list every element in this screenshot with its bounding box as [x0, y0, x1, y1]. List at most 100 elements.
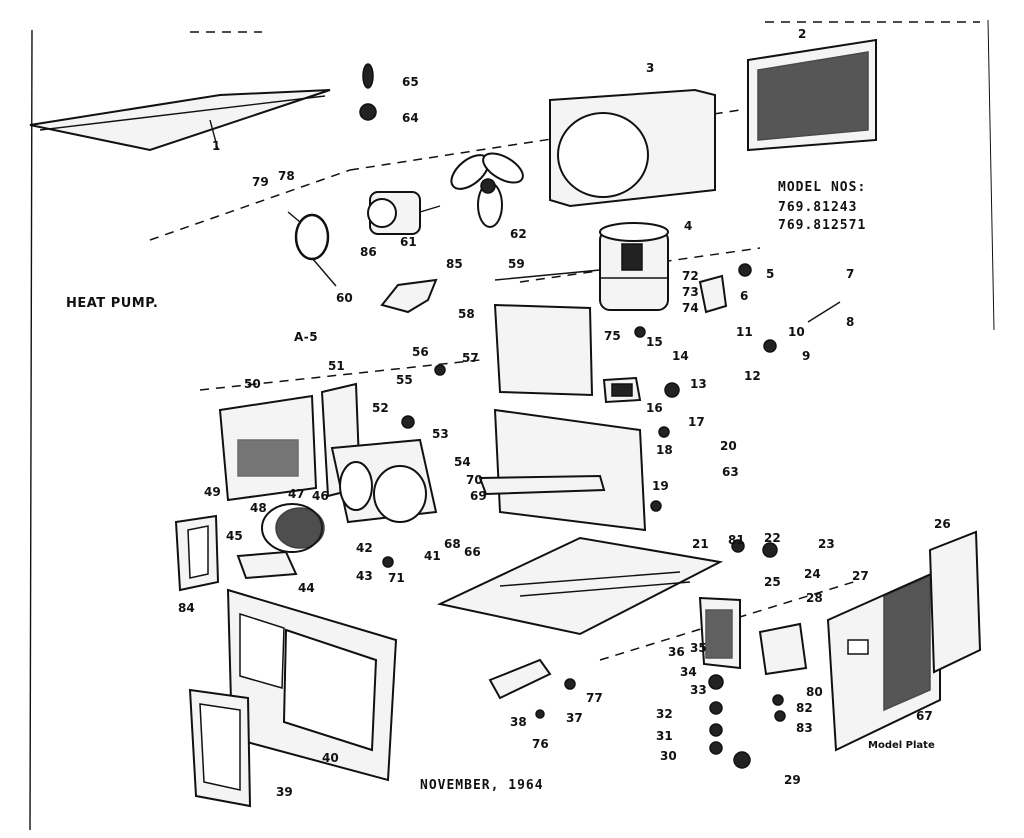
callout-55: 55 — [396, 373, 413, 387]
callout-37: 37 — [566, 711, 583, 725]
callout-57: 57 — [462, 351, 479, 365]
callout-1: 1 — [212, 139, 220, 153]
callout-46: 46 — [312, 489, 329, 503]
callout-84: 84 — [178, 601, 195, 615]
callout-83: 83 — [796, 721, 813, 735]
callout-60: 60 — [336, 291, 353, 305]
callout-24: 24 — [804, 567, 821, 581]
callout-23: 23 — [818, 537, 835, 551]
callout-72: 72 — [682, 269, 699, 283]
callout-6: 6 — [740, 289, 748, 303]
callout-48: 48 — [250, 501, 267, 515]
callout-20: 20 — [720, 439, 737, 453]
callout-31: 31 — [656, 729, 673, 743]
callout-52: 52 — [372, 401, 389, 415]
callout-68: 68 — [444, 537, 461, 551]
side-panel-27 — [826, 568, 941, 752]
callout-21: 21 — [692, 537, 709, 551]
callout-16: 16 — [646, 401, 663, 415]
callout-38: 38 — [510, 715, 527, 729]
electrical-box — [698, 596, 741, 670]
callout-77: 77 — [586, 691, 603, 705]
callout-3: 3 — [646, 61, 654, 75]
model-number-1: 769.81243 — [778, 200, 858, 215]
callout-70: 70 — [466, 473, 483, 487]
callout-76: 76 — [532, 737, 549, 751]
callout-17: 17 — [688, 415, 705, 429]
base-pan-21 — [436, 536, 724, 636]
callout-69: 69 — [470, 489, 487, 503]
rear-panel-26 — [928, 530, 982, 674]
guide-line-top — [149, 169, 351, 241]
blower-wheel — [261, 503, 325, 553]
top-cover-panel — [29, 89, 331, 152]
motor-mount-ring — [287, 211, 337, 287]
callout-28: 28 — [806, 591, 823, 605]
callout-2: 2 — [798, 27, 806, 41]
callout-58: 58 — [458, 307, 475, 321]
callout-41: 41 — [424, 549, 441, 563]
callout-63: 63 — [722, 465, 739, 479]
callout-78: 78 — [278, 169, 295, 183]
model-heading: MODEL NOS: — [778, 180, 867, 195]
callout-15: 15 — [646, 335, 663, 349]
callout-59: 59 — [508, 257, 525, 271]
callout-5: 5 — [766, 267, 774, 281]
callout-42: 42 — [356, 541, 373, 555]
screw-7 — [807, 301, 841, 323]
callout-19: 19 — [652, 479, 669, 493]
model-number-2: 769.812571 — [778, 218, 867, 233]
callout-66: 66 — [464, 545, 481, 559]
grille-frame-39 — [188, 688, 252, 808]
callout-25: 25 — [764, 575, 781, 589]
callout-67: 67 — [916, 709, 933, 723]
callout-75: 75 — [604, 329, 621, 343]
callout-27: 27 — [852, 569, 869, 583]
callout-36: 36 — [668, 645, 685, 659]
callout-51: 51 — [328, 359, 345, 373]
callout-22: 22 — [764, 531, 781, 545]
bracket-38 — [488, 658, 552, 700]
callout-50: 50 — [244, 377, 261, 391]
callout-13: 13 — [690, 377, 707, 391]
callout-29: 29 — [784, 773, 801, 787]
callout-7: 7 — [846, 267, 854, 281]
outdoor-coil-grille — [747, 38, 877, 152]
callout-4: 4 — [684, 219, 692, 233]
tube-59 — [494, 269, 601, 281]
model-plate-label: Model Plate — [868, 740, 935, 751]
part-64-bushing — [359, 103, 377, 121]
callout-40: 40 — [322, 751, 339, 765]
filter-strip-44 — [236, 550, 298, 580]
fan-blade — [450, 152, 524, 228]
callout-32: 32 — [656, 707, 673, 721]
callout-10: 10 — [788, 325, 805, 339]
callout-18: 18 — [656, 443, 673, 457]
callout-65: 65 — [402, 75, 419, 89]
callout-9: 9 — [802, 349, 810, 363]
callout-47: 47 — [288, 487, 305, 501]
callout-86: 86 — [360, 245, 377, 259]
callout-30: 30 — [660, 749, 677, 763]
fan-shroud — [549, 88, 716, 208]
front-cabinet-40 — [226, 588, 398, 782]
callout-80: 80 — [806, 685, 823, 699]
callout-39: 39 — [276, 785, 293, 799]
callout-74: 74 — [682, 301, 699, 315]
callout-35: 35 — [690, 641, 707, 655]
callout-26: 26 — [934, 517, 951, 531]
callout-85: 85 — [446, 257, 463, 271]
control-panel-50 — [218, 394, 318, 502]
callout-62: 62 — [510, 227, 527, 241]
callout-34: 34 — [680, 665, 697, 679]
callout-49: 49 — [204, 485, 221, 499]
relay-28 — [758, 622, 808, 676]
diagram-title: HEAT PUMP. — [66, 296, 159, 311]
callout-44: 44 — [298, 581, 315, 595]
callout-14: 14 — [672, 349, 689, 363]
blower-housing — [330, 438, 438, 524]
callout-33: 33 — [690, 683, 707, 697]
